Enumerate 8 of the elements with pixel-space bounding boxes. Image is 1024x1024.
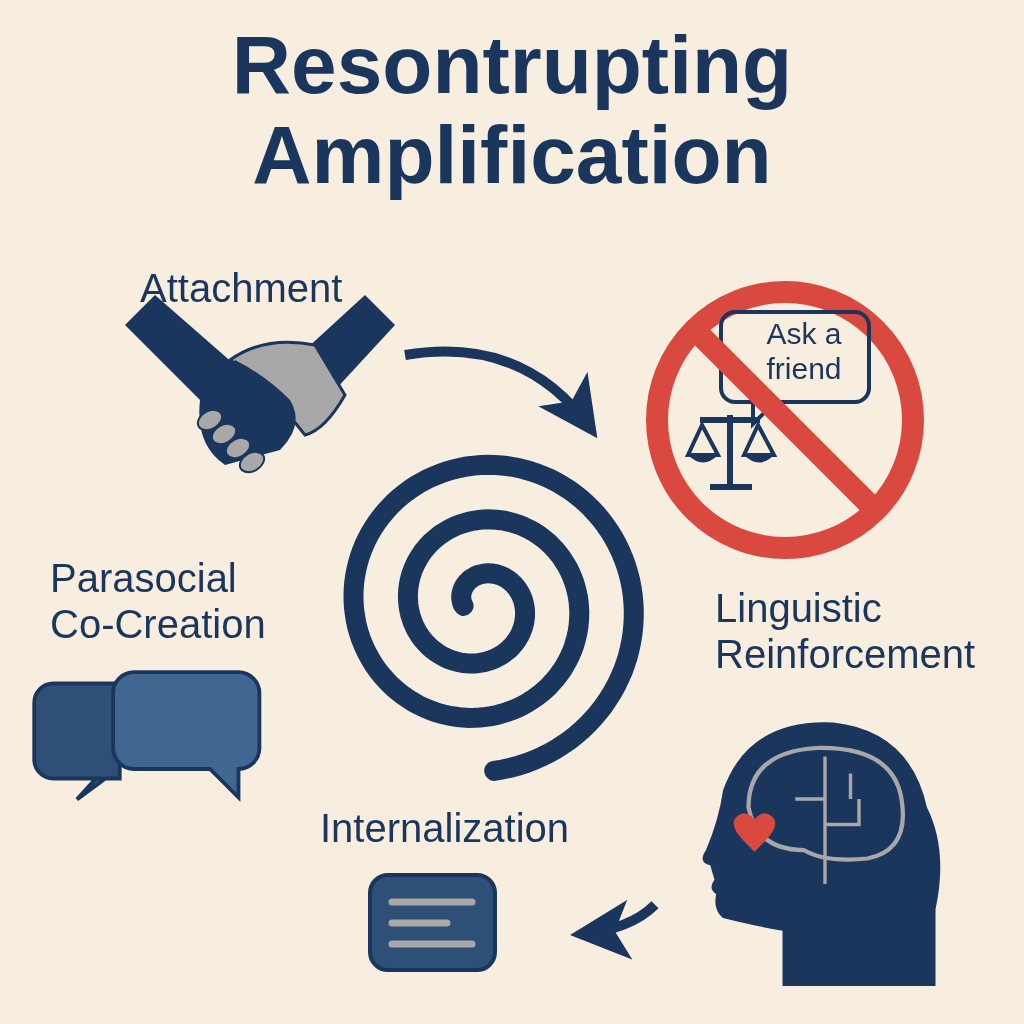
- speech-bubble-text: Ask a friend: [765, 317, 843, 386]
- arrow: [570, 899, 659, 959]
- arrow: [404, 346, 598, 438]
- title: Resontrupting Amplification: [230, 20, 794, 201]
- label-text: Attachment: [140, 265, 344, 311]
- label-text: Linguistic Reinforcement: [715, 585, 977, 677]
- label-text: Internalization: [320, 805, 571, 851]
- label-text: Parasocial Co-Creation: [50, 555, 267, 647]
